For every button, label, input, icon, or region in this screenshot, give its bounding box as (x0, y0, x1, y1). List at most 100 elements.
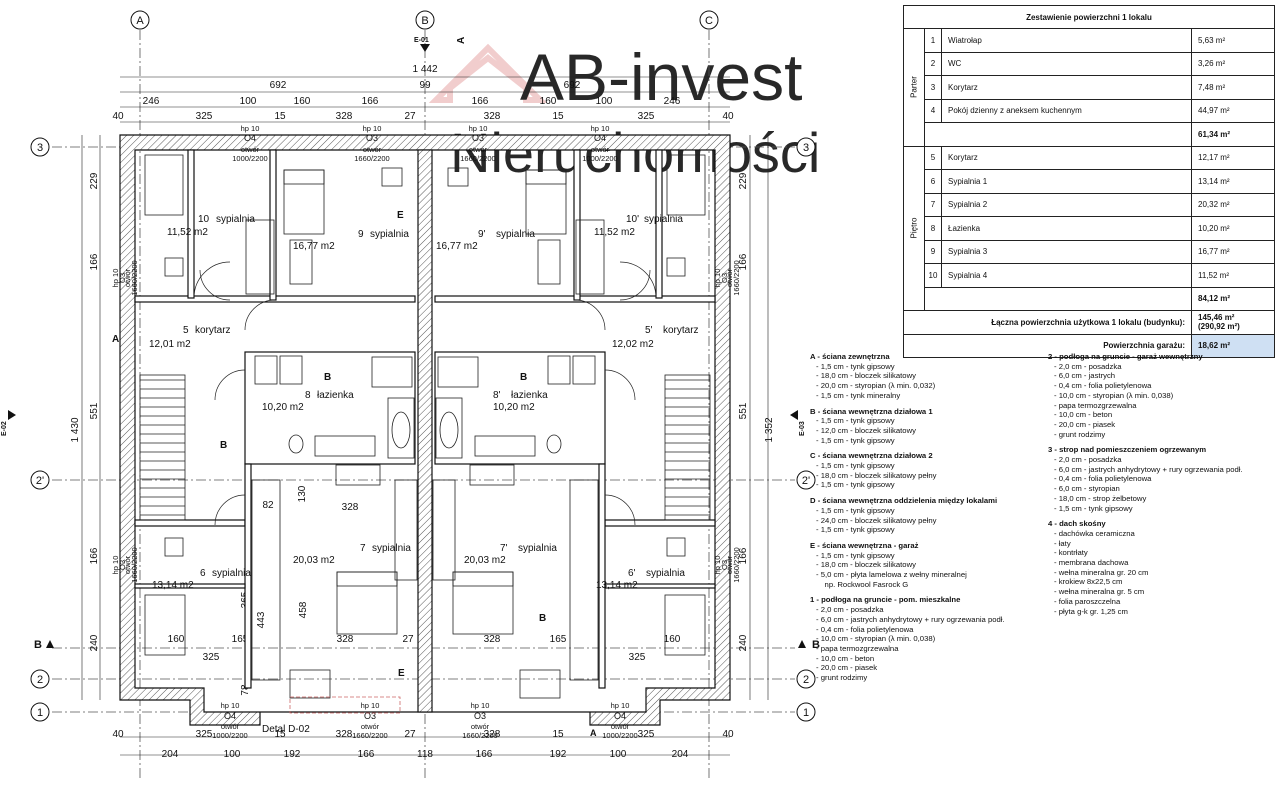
legend-item: - 2,0 cm - posadzka (1054, 361, 1122, 371)
legend-title: A - ściana zewnętrzna (810, 352, 890, 361)
dim-right-part: 240 (738, 634, 749, 651)
room-number: 8' (493, 390, 501, 401)
room-area: 10,20 m2 (262, 402, 304, 413)
dim-left-part: 551 (89, 402, 100, 419)
room-number: 7 (360, 543, 366, 554)
legend-title: B - ściana wewnętrzna działowa 1 (810, 406, 933, 416)
dim-bottom-row1: 325 (638, 729, 655, 740)
wall-tag-B3: B (520, 372, 527, 383)
table-row-number: 4 (924, 98, 942, 123)
legend-item: - 1,5 cm - tynk gipsowy (816, 435, 895, 445)
dim-right-total: 1 352 (764, 417, 775, 442)
dim-bottom-row2: 192 (550, 749, 567, 760)
window-size: 1660/2200 (352, 731, 387, 740)
table-row-area: 5,63 m² (1191, 28, 1275, 53)
table-row-area: 3,26 m² (1191, 51, 1275, 76)
wall-tag-B1: B (220, 440, 227, 451)
legend-item: - 2,0 cm - posadzka (816, 605, 884, 615)
table-row-name: Łazienka (941, 216, 1192, 241)
legend-section: E - ściana wewnętrzna - garaż- 1,5 cm - … (810, 541, 1045, 590)
legend-item: - krokiew 8x22,5 cm (1054, 577, 1123, 587)
legend-section: A - ściana zewnętrzna- 1,5 cm - tynk gip… (810, 352, 1045, 401)
axis-C-label: C (705, 15, 713, 27)
table-row-name: Korytarz (941, 145, 1192, 170)
room-name: sypialnia (216, 214, 255, 225)
room-area: 13,14 m2 (596, 580, 638, 591)
outer-wall (119, 134, 731, 726)
legend-item: - 18,0 cm - bloczek silikatowy pełny (816, 470, 937, 480)
dim-bottom-row2: 166 (476, 749, 493, 760)
axis-2-label-left: 2 (37, 674, 43, 686)
window-side-label: hp 10 (713, 556, 722, 575)
room-area: 16,77 m2 (436, 241, 478, 252)
legend-item: - 6,0 cm - jastrych anhydrytowy + rury o… (816, 614, 1005, 624)
legend-item: - 1,5 cm - tynk gipsowy (816, 361, 895, 371)
legend-item: - folia paroszczelna (1054, 596, 1121, 606)
dim-inner: 328 (342, 502, 359, 513)
window-side-label: hp 10 (111, 556, 120, 575)
wall-tag-E2: E (398, 668, 405, 679)
window-size: 1660/2200 (460, 154, 495, 163)
stairs (139, 374, 711, 521)
dim-bottom-row1: 40 (722, 729, 734, 740)
dim-top-row3: 40 (112, 111, 124, 122)
table-row-number: 9 (924, 239, 942, 264)
window-side-label: otwór (123, 268, 132, 287)
detail-label: Detal D-02 (262, 724, 310, 735)
garage-label: Powierzchnia garażu: (903, 333, 1192, 358)
dim-inner: 328 (484, 634, 501, 645)
legend-item: - 1,5 cm - tynk gipsowy (1054, 503, 1133, 513)
room-area: 12,01 m2 (149, 339, 191, 350)
legend-item: - 6,0 cm - styropian (1054, 484, 1120, 494)
legend-item: - wełna mineralna gr. 5 cm (1054, 587, 1145, 597)
dim-right-part: 229 (738, 172, 749, 189)
dim-left-part: 240 (89, 634, 100, 651)
legend-item: - 0,4 cm - folia polietylenowa (816, 624, 914, 634)
table-row-number: 2 (924, 51, 942, 76)
dim-top-row2: 166 (472, 96, 489, 107)
window-size: 1000/2200 (212, 731, 247, 740)
legend-item: - membrana dachowa (1054, 558, 1129, 568)
table-group-label: Parter (903, 28, 925, 147)
party-wall (417, 149, 433, 713)
axis-3-label-right: 3 (803, 142, 809, 154)
window-side-label: O3 (720, 560, 729, 570)
dim-inner: 458 (298, 601, 309, 618)
window-side-label: otwór (123, 555, 132, 574)
table-row-name: Sypialnia 1 (941, 169, 1192, 194)
room-name: sypialnia (496, 229, 535, 240)
watermark: AB-invest Nieruchomości (428, 40, 820, 184)
window-id: O4 (614, 711, 626, 721)
legend-item: - 10,0 cm - beton (1054, 410, 1113, 420)
dim-top-row2: 100 (240, 96, 257, 107)
dim-bottom-row2: 118 (417, 749, 433, 760)
legend-item: - 1,5 cm - tynk gipsowy (816, 525, 895, 535)
axis-bubbles: A B C 3 3 2' 2' 2 2 1 1 (30, 10, 816, 722)
legend-section: 4 - dach skośny- dachówka ceramiczna- ła… (1048, 519, 1278, 616)
legend-title: 4 - dach skośny (1048, 519, 1106, 529)
axis-2-label-right: 2 (803, 674, 809, 686)
room-name: sypialnia (212, 568, 251, 579)
dim-top-row2: 100 (596, 96, 613, 107)
wall-tag-B4: B (539, 613, 546, 624)
room-number: 5 (183, 325, 189, 336)
window-otwor: otwór (611, 722, 630, 731)
dim-inner: 325 (203, 652, 220, 663)
legend-item: - 1,5 cm - tynk gipsowy (816, 461, 895, 471)
window-side-label: O3 (720, 273, 729, 283)
window-hp: hp 10 (361, 701, 380, 710)
room-name: łazienka (317, 390, 354, 401)
table-row-number: 8 (924, 216, 942, 241)
window-id: O4 (244, 133, 256, 143)
section-B-right: B (812, 639, 820, 651)
dim-top-row3: 328 (336, 111, 353, 122)
window-side-label: 1660/2200 (732, 547, 741, 582)
legend-item: - 24,0 cm - bloczek silikatowy pełny (816, 515, 937, 525)
legend-item: - 18,0 cm - strop żelbetowy (1054, 493, 1147, 503)
table-group-sum: 61,34 m² (1191, 122, 1275, 147)
legend-item: - 10,0 cm - beton (816, 653, 875, 663)
dim-inner: 160 (168, 634, 185, 645)
room-area: 13,14 m2 (152, 580, 194, 591)
